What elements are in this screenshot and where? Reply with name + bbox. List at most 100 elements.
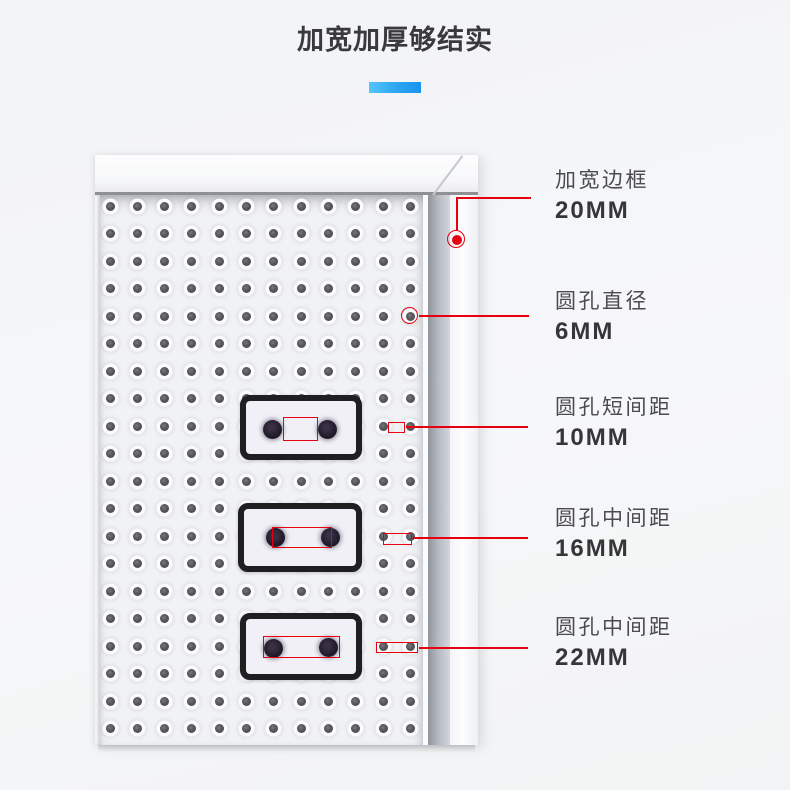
- socket-hole: [266, 528, 285, 547]
- measure-rect-center-gap: [272, 527, 332, 548]
- peg-hole: [105, 531, 115, 541]
- gap-rect-marker-10mm: [388, 422, 405, 433]
- peg-hole: [296, 201, 306, 211]
- peg-hole: [378, 311, 388, 321]
- peg-hole: [187, 339, 197, 348]
- peg-hole: [378, 229, 388, 238]
- peg-hole: [351, 476, 361, 486]
- peg-hole: [378, 394, 388, 403]
- peg-hole: [378, 476, 388, 486]
- annotation-value: 10MM: [555, 424, 630, 451]
- peg-hole: [214, 366, 224, 376]
- peg-hole: [296, 696, 306, 706]
- peg-hole: [214, 421, 224, 431]
- peg-hole: [296, 724, 306, 733]
- peg-hole: [323, 256, 333, 266]
- page-title: 加宽加厚够结实: [297, 25, 493, 56]
- peg-hole: [160, 614, 170, 623]
- peg-hole: [105, 421, 115, 431]
- peg-hole: [105, 394, 115, 403]
- peg-hole: [351, 256, 361, 266]
- peg-hole: [187, 201, 197, 211]
- peg-hole: [160, 201, 170, 211]
- peg-hole: [242, 201, 251, 211]
- annotation-label: 圆孔短间距: [555, 396, 673, 419]
- peg-hole: [105, 201, 115, 211]
- gap-rect-marker-22mm: [376, 642, 418, 653]
- peg-hole: [351, 366, 361, 376]
- annotation-hole-center-gap: 圆孔中间距 16MM: [555, 508, 673, 561]
- annotation-label: 圆孔中间距: [555, 616, 673, 639]
- peg-hole: [242, 284, 251, 293]
- peg-hole: [132, 339, 142, 348]
- socket-hole: [263, 420, 282, 439]
- peg-hole: [132, 696, 142, 706]
- peg-hole: [351, 339, 361, 348]
- peg-hole: [105, 559, 115, 568]
- peg-hole: [187, 421, 197, 431]
- peg-hole: [160, 256, 170, 266]
- annotation-border-width: 加宽边框 20MM: [555, 170, 649, 223]
- peg-hole: [378, 366, 388, 376]
- peg-hole: [323, 366, 333, 376]
- peg-hole: [214, 669, 224, 678]
- peg-hole: [323, 311, 333, 321]
- peg-hole: [187, 586, 197, 596]
- peg-hole: [378, 696, 388, 706]
- peg-hole: [187, 394, 197, 403]
- peg-hole: [132, 256, 142, 266]
- peg-hole: [378, 449, 388, 458]
- peg-hole: [269, 284, 279, 293]
- peg-hole: [160, 421, 170, 431]
- peg-hole: [214, 449, 224, 458]
- annotation-label: 加宽边框: [555, 169, 649, 192]
- peg-hole: [105, 504, 115, 513]
- annotation-label: 圆孔直径: [555, 290, 649, 313]
- peg-hole: [132, 284, 142, 293]
- peg-hole: [323, 724, 333, 733]
- peg-hole: [160, 229, 170, 238]
- peg-hole: [105, 724, 115, 733]
- peg-hole: [160, 586, 170, 596]
- peg-hole: [187, 504, 197, 513]
- peg-hole: [132, 476, 142, 486]
- peg-hole: [132, 724, 142, 733]
- peg-hole: [405, 559, 415, 568]
- peg-hole: [132, 531, 142, 541]
- peg-hole: [160, 669, 170, 678]
- peg-hole: [132, 641, 142, 651]
- peg-hole: [296, 284, 306, 293]
- peg-hole: [105, 696, 115, 706]
- peg-hole: [269, 586, 279, 596]
- socket-plate-1: [240, 395, 362, 460]
- peg-hole: [378, 586, 388, 596]
- peg-hole: [132, 559, 142, 568]
- title-accent-bar: [369, 82, 421, 93]
- hole-circle-marker: [401, 307, 418, 324]
- peg-hole: [296, 311, 306, 321]
- peg-hole: [405, 641, 415, 651]
- peg-hole: [405, 284, 415, 293]
- peg-hole: [132, 201, 142, 211]
- peg-hole: [187, 476, 197, 486]
- measure-rect-outer-gap: [263, 636, 340, 658]
- peg-hole: [105, 339, 115, 348]
- peg-hole: [214, 256, 224, 266]
- peg-hole: [214, 724, 224, 733]
- pegboard-frame-right: [450, 195, 478, 745]
- peg-hole: [214, 504, 224, 513]
- peg-hole: [105, 614, 115, 623]
- callout-dot-border-width: [452, 235, 462, 245]
- peg-hole: [132, 614, 142, 623]
- peg-hole: [132, 449, 142, 458]
- peg-hole: [214, 559, 224, 568]
- peg-hole: [105, 284, 115, 293]
- peg-hole: [405, 531, 415, 541]
- peg-hole: [187, 229, 197, 238]
- peg-hole: [132, 586, 142, 596]
- peg-hole: [269, 696, 279, 706]
- peg-hole: [132, 669, 142, 678]
- callout-line-outer-gap: [419, 647, 528, 649]
- peg-hole: [296, 586, 306, 596]
- peg-hole: [378, 614, 388, 623]
